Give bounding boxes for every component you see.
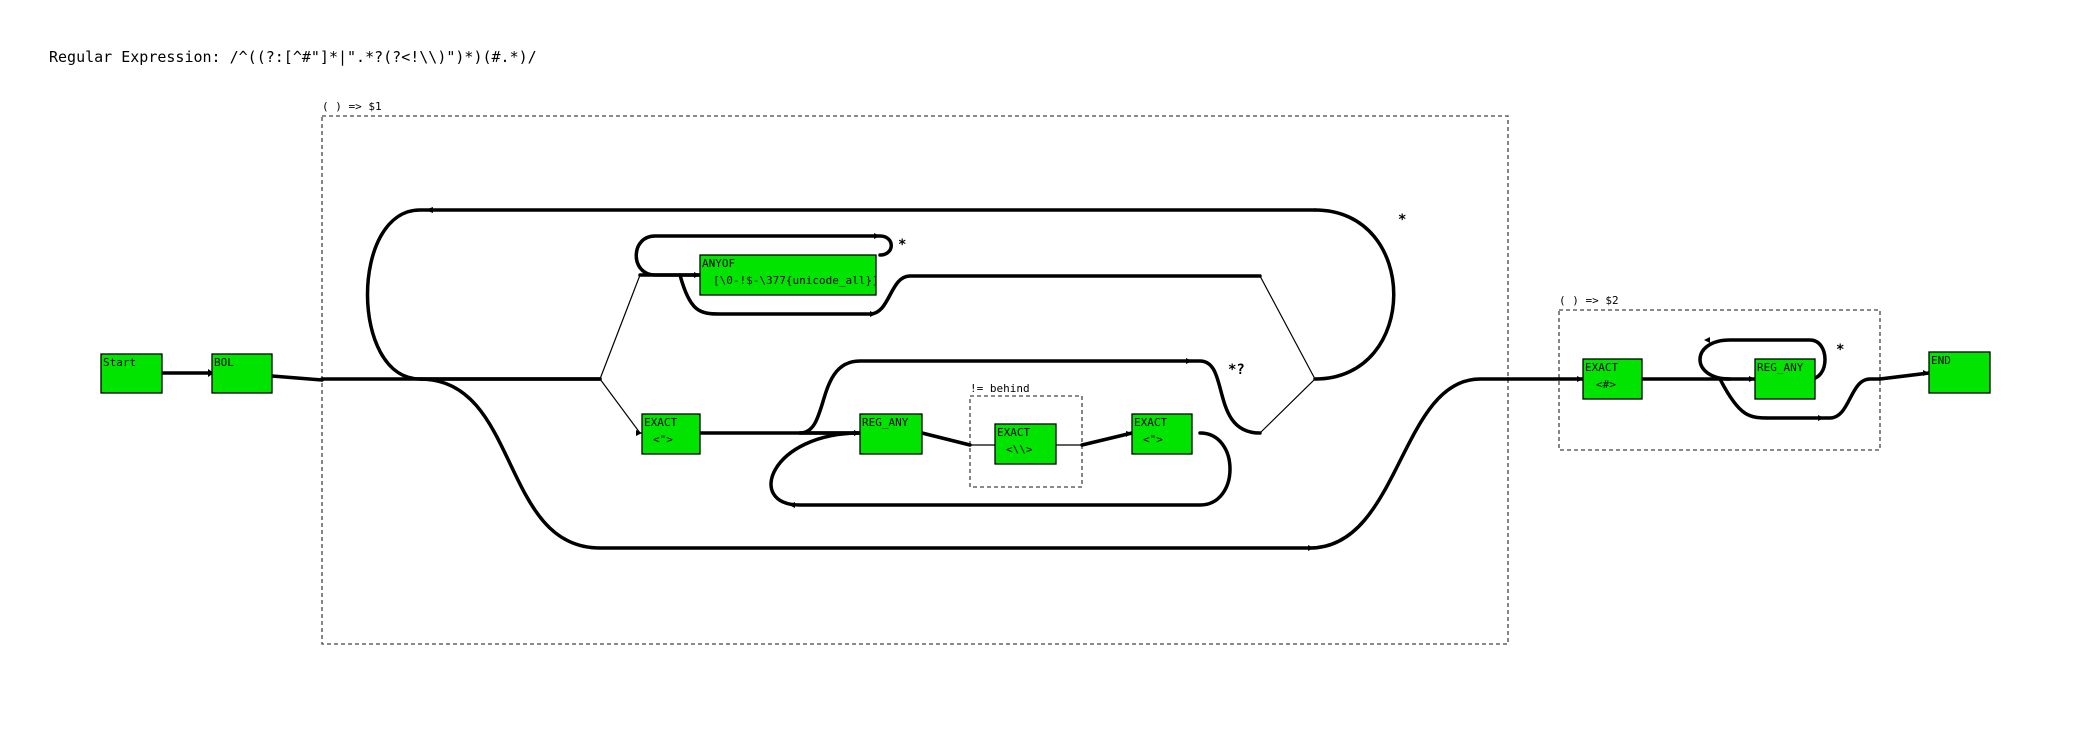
edge-lazy-top <box>798 359 1262 435</box>
svg-text:END: END <box>1931 354 1951 367</box>
edge-anyof-to-join <box>910 275 1316 380</box>
edge-lazy-to-join <box>1259 378 1316 434</box>
arrowheads <box>208 207 1929 551</box>
edge-anyof-loop <box>634 234 893 277</box>
svg-text:EXACT: EXACT <box>1134 416 1167 429</box>
capture-group-1-label: ( ) => $1 <box>322 100 382 113</box>
edges <box>160 208 1931 550</box>
reg-any2-star-quantifier: * <box>1836 342 1844 358</box>
edge-group2-end <box>1878 371 1931 381</box>
svg-text:REG_ANY: REG_ANY <box>862 416 909 429</box>
svg-text:BOL: BOL <box>214 356 234 369</box>
edge-fork-exact <box>599 378 642 434</box>
node-end: END <box>1928 351 1991 394</box>
svg-text:[\0-!$-\377{unicode_all}]: [\0-!$-\377{unicode_all}] <box>713 274 879 287</box>
edge-outer-loop-right <box>1313 208 1396 381</box>
edge-lookbehind-exactq2 <box>1080 431 1134 447</box>
node-exact-backslash: EXACT <\\> <box>994 423 1057 465</box>
lazy-star-quantifier: *? <box>1228 362 1245 378</box>
node-bol: BOL <box>211 353 273 394</box>
node-exact-quote-open: EXACT <"> <box>641 413 701 455</box>
svg-text:EXACT: EXACT <box>997 426 1030 439</box>
node-reg-any-2: REG_ANY <box>1754 358 1816 400</box>
edge-reg-any2-out <box>1718 377 1882 420</box>
edge-lazy-bottom <box>769 431 1232 507</box>
edge-reg-any1-lookbehind <box>920 431 972 447</box>
edge-outer-loop-top <box>365 208 1317 381</box>
svg-text:<#>: <#> <box>1596 378 1616 391</box>
svg-text:<\\>: <\\> <box>1006 443 1033 456</box>
capture-group-2-label: ( ) => $2 <box>1559 294 1619 307</box>
node-anyof: ANYOF [\0-!$-\377{unicode_all}] <box>699 254 879 296</box>
lookbehind-label: != behind <box>970 382 1030 395</box>
svg-text:EXACT: EXACT <box>644 416 677 429</box>
node-exact-quote-close: EXACT <"> <box>1131 413 1193 455</box>
node-exact-hash: EXACT <#> <box>1582 358 1643 400</box>
node-start: Start <box>100 353 163 394</box>
svg-text:Start: Start <box>103 356 136 369</box>
node-reg-any-1: REG_ANY <box>859 413 923 455</box>
edge-bol-group1 <box>270 374 324 382</box>
svg-text:<">: <"> <box>1143 433 1163 446</box>
regex-title: Regular Expression: /^((?:[^#"]*|".*?(?<… <box>49 48 537 66</box>
svg-text:<">: <"> <box>653 433 673 446</box>
edge-reg-any2-loop <box>1698 338 1827 381</box>
lookbehind-box <box>969 395 1083 488</box>
outer-star-quantifier: * <box>1398 212 1406 228</box>
edge-outer-bypass <box>418 377 1510 550</box>
svg-text:REG_ANY: REG_ANY <box>1757 361 1804 374</box>
svg-text:ANYOF: ANYOF <box>702 257 735 270</box>
anyof-star-quantifier: * <box>898 237 906 253</box>
svg-text:EXACT: EXACT <box>1585 361 1618 374</box>
